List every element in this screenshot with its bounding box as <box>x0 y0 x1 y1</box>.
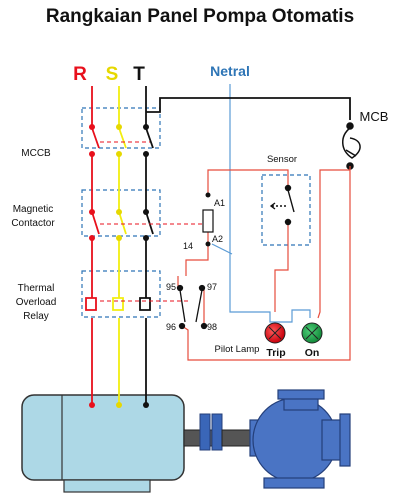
phase-r-wire <box>85 86 100 404</box>
sensor-switch <box>269 184 295 226</box>
pump <box>249 389 351 489</box>
on-lamp <box>301 322 323 344</box>
contactor-coil <box>202 192 214 247</box>
control-wiring <box>177 166 351 361</box>
pilot-lamp-label: Pilot Lamp <box>215 344 260 355</box>
contact-97-label: 97 <box>207 282 217 292</box>
on-label: On <box>305 347 320 359</box>
trip-label: Trip <box>266 347 285 359</box>
sensor-box <box>261 174 311 246</box>
overload-box <box>81 270 161 318</box>
coil-14-label: 14 <box>183 241 193 251</box>
coil-a1-label: A1 <box>214 198 225 208</box>
diagram-title: Rangkaian Panel Pompa Otomatis <box>45 6 355 27</box>
contact-95-label: 95 <box>166 282 176 292</box>
trip-lamp <box>264 322 286 344</box>
overload-contacts <box>176 284 208 330</box>
phase-dots <box>89 124 149 408</box>
mccb-label: MCCB <box>21 148 51 159</box>
contactor-label-line2: Contactor <box>11 218 55 229</box>
overload-label-line3: Relay <box>23 311 49 322</box>
motor <box>21 394 185 493</box>
contact-96-label: 96 <box>166 322 176 332</box>
mccb-box <box>81 107 161 149</box>
pump-shaft <box>183 413 253 451</box>
phase-t-label: T <box>133 64 145 85</box>
sensor-label: Sensor <box>267 154 297 165</box>
mcb-label: MCB <box>360 109 389 124</box>
overload-label-line1: Thermal <box>18 283 55 294</box>
mcb-switch <box>342 122 361 170</box>
neutral-label: Netral <box>210 63 250 79</box>
phase-s-label: S <box>106 64 119 85</box>
overload-label-line2: Overload <box>16 297 57 308</box>
neutral-wire <box>229 84 311 323</box>
coil-a2-label: A2 <box>212 234 223 244</box>
contactor-label-line1: Magnetic <box>13 204 54 215</box>
contact-98-label: 98 <box>207 322 217 332</box>
phase-s-wire <box>112 86 127 404</box>
phase-t-wire <box>139 86 351 404</box>
phase-r-label: R <box>73 64 87 85</box>
